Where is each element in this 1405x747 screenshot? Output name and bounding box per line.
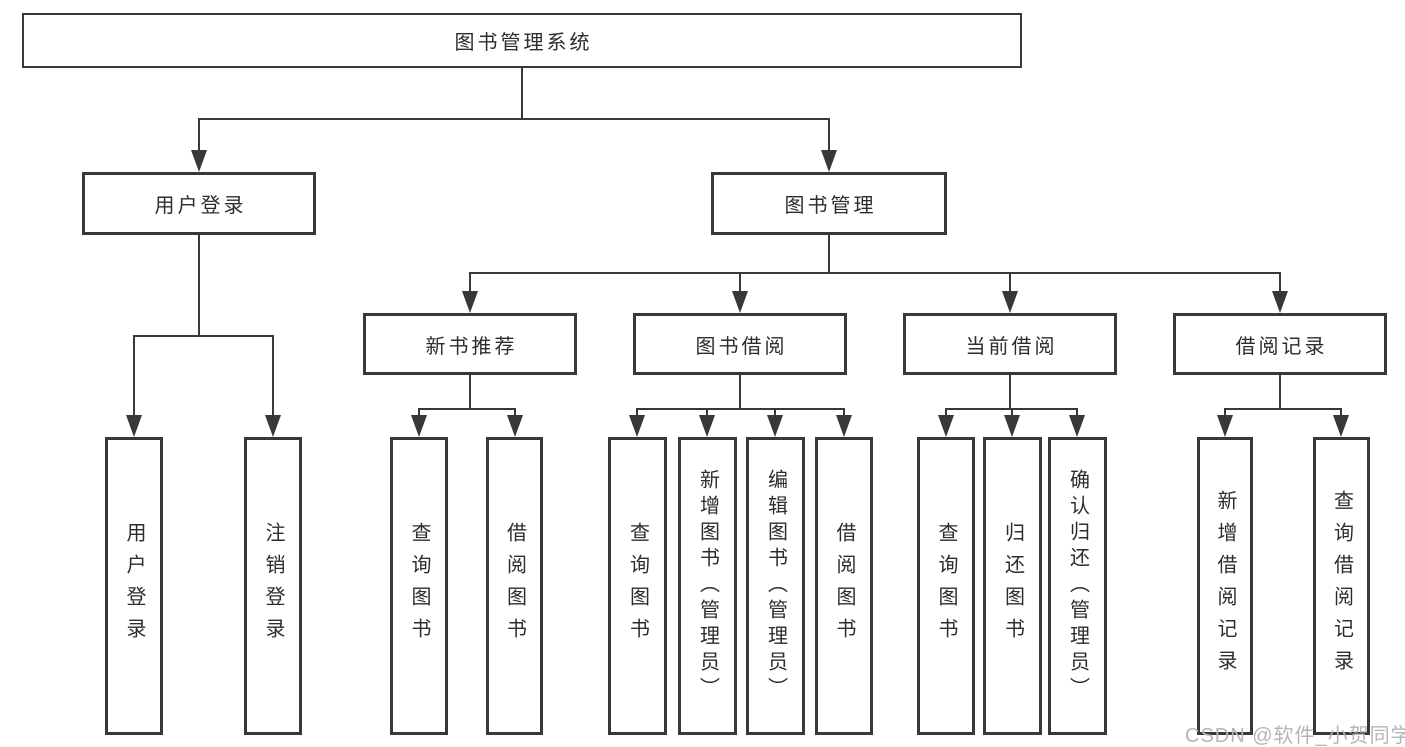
leaf-borrow-books-recommend: 借阅图书 — [486, 437, 543, 735]
arrow-down-icon — [1272, 291, 1288, 313]
connector-root-hline — [198, 118, 830, 120]
arrow-down-icon — [629, 415, 645, 437]
connector-shaft — [739, 272, 741, 293]
connector-shaft — [514, 408, 516, 418]
node-label: 借阅图书 — [833, 522, 855, 650]
arrow-down-icon — [836, 415, 852, 437]
connector-shaft — [636, 408, 638, 418]
node-label: 用户登录 — [154, 195, 247, 217]
connector-shaft — [1011, 408, 1013, 418]
connector-shaft — [774, 408, 776, 418]
connector-shaft — [1340, 408, 1342, 418]
node-label: 注销登录 — [262, 522, 284, 650]
node-root-library-system: 图书管理系统 — [22, 13, 1022, 68]
connector-shaft — [1009, 272, 1011, 293]
connector-shaft — [198, 118, 200, 154]
arrow-down-icon — [1004, 415, 1020, 437]
leaf-edit-books-admin: 编辑图书（管理员） — [746, 437, 805, 735]
leaf-query-books-borrow: 查询图书 — [608, 437, 667, 735]
node-current-borrow: 当前借阅 — [903, 313, 1117, 375]
connector-shaft — [469, 272, 471, 293]
node-label: 新增借阅记录 — [1214, 490, 1236, 682]
node-label: 当前借阅 — [965, 335, 1058, 358]
connector-stub — [469, 375, 471, 408]
node-label: 新增图书（管理员） — [696, 469, 719, 703]
node-label: 借阅记录 — [1235, 335, 1328, 358]
connector-stub — [739, 375, 741, 408]
arrow-down-icon — [265, 415, 281, 437]
node-label: 图书管理 — [784, 195, 877, 217]
leaf-user-login: 用户登录 — [105, 437, 163, 735]
connector-stub — [828, 233, 830, 272]
node-label: 编辑图书（管理员） — [764, 469, 787, 703]
arrow-down-icon — [191, 150, 207, 172]
leaf-logout: 注销登录 — [244, 437, 302, 735]
node-label: 查询图书 — [626, 522, 649, 650]
connector-shaft — [706, 408, 708, 418]
arrow-down-icon — [732, 291, 748, 313]
node-label: 归还图书 — [1001, 522, 1024, 650]
node-new-book-recommend: 新书推荐 — [363, 313, 577, 375]
node-label: 借阅图书 — [503, 522, 526, 650]
arrow-down-icon — [462, 291, 478, 313]
leaf-confirm-return-admin: 确认归还（管理员） — [1048, 437, 1107, 735]
connector-hline — [1224, 408, 1342, 410]
arrow-down-icon — [699, 415, 715, 437]
node-book-borrow: 图书借阅 — [633, 313, 847, 375]
connector-shaft — [1279, 272, 1281, 293]
connector-stub — [1009, 375, 1011, 408]
connector-hline — [418, 408, 516, 410]
arrow-down-icon — [1069, 415, 1085, 437]
arrow-down-icon — [767, 415, 783, 437]
arrow-down-icon — [821, 150, 837, 172]
connector-hline — [133, 335, 274, 337]
csdn-watermark: CSDN @软件_小贺同学 — [1185, 725, 1405, 747]
node-book-management: 图书管理 — [711, 172, 947, 235]
connector-shaft — [843, 408, 845, 418]
node-borrow-records: 借阅记录 — [1173, 313, 1387, 375]
arrow-down-icon — [507, 415, 523, 437]
node-label: 图书管理系统 — [454, 32, 593, 54]
leaf-query-books-recommend: 查询图书 — [390, 437, 448, 735]
leaf-add-borrow-record: 新增借阅记录 — [1197, 437, 1253, 735]
node-label: 查询图书 — [408, 522, 430, 650]
connector-stub — [1279, 375, 1281, 408]
connector-shaft — [945, 408, 947, 418]
node-label: 用户登录 — [123, 522, 145, 650]
connector-shaft — [1224, 408, 1226, 418]
leaf-borrow-books: 借阅图书 — [815, 437, 873, 735]
arrow-down-icon — [1002, 291, 1018, 313]
connector-hline — [636, 408, 845, 410]
node-label: 新书推荐 — [425, 335, 518, 358]
connector-shaft — [828, 118, 830, 154]
node-label: 查询借阅记录 — [1330, 490, 1353, 682]
connector-hline — [469, 272, 1281, 274]
leaf-return-books: 归还图书 — [983, 437, 1042, 735]
arrow-down-icon — [126, 415, 142, 437]
node-user-login: 用户登录 — [82, 172, 316, 235]
leaf-query-borrow-record: 查询借阅记录 — [1313, 437, 1370, 735]
connector-root-stub — [521, 68, 523, 118]
node-label: 图书借阅 — [695, 335, 788, 358]
connector-stub — [198, 233, 200, 335]
connector-shaft — [133, 335, 135, 417]
node-label: 确认归还（管理员） — [1066, 469, 1089, 703]
arrow-down-icon — [411, 415, 427, 437]
leaf-query-books-current: 查询图书 — [917, 437, 975, 735]
connector-shaft — [272, 335, 274, 417]
connector-shaft — [418, 408, 420, 418]
arrow-down-icon — [1333, 415, 1349, 437]
node-label: 查询图书 — [935, 522, 957, 650]
arrow-down-icon — [938, 415, 954, 437]
arrow-down-icon — [1217, 415, 1233, 437]
leaf-add-books-admin: 新增图书（管理员） — [678, 437, 737, 735]
connector-shaft — [1076, 408, 1078, 418]
